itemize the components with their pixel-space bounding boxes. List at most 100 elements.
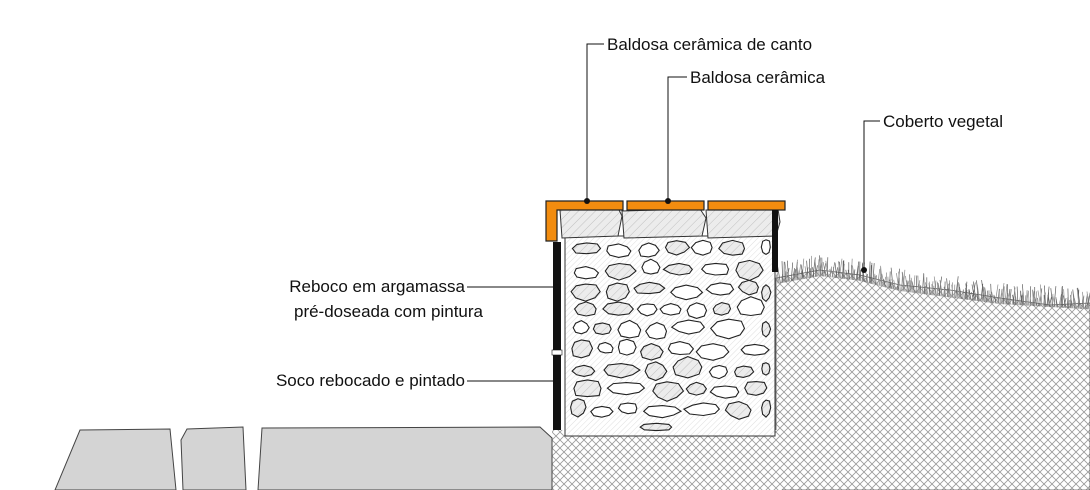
grass-blade <box>829 268 832 278</box>
wall-stone <box>761 399 772 418</box>
wall-stone <box>670 284 704 301</box>
wall-stone <box>602 301 635 316</box>
grass-blade <box>821 257 823 277</box>
grass-blade <box>1046 286 1050 307</box>
grass-blade <box>889 279 893 290</box>
grass-blade <box>1000 282 1005 305</box>
grass-blade <box>814 259 817 277</box>
label-corner-tile: Baldosa cerâmica de canto <box>607 35 812 54</box>
wall-stone <box>641 258 661 275</box>
grass-blade <box>1021 292 1024 306</box>
grass-blade <box>1013 286 1018 306</box>
grass-blade <box>972 281 977 301</box>
corner-tile <box>545 200 624 242</box>
grass-blade <box>910 277 913 293</box>
grass-blade <box>891 278 895 290</box>
grass-blade <box>812 267 815 278</box>
wall-stone <box>639 422 673 432</box>
grass-blade <box>883 276 887 287</box>
wall-stone <box>571 242 602 255</box>
grass-blade <box>1077 287 1081 309</box>
label-vegetation: Coberto vegetal <box>883 112 1003 131</box>
wall-stone <box>573 301 597 317</box>
grass-blade <box>838 258 843 279</box>
wall-stone <box>606 243 632 258</box>
grass-blade <box>998 288 1000 304</box>
grass-blade <box>909 280 912 293</box>
wall-stone <box>639 343 664 361</box>
wall-stone <box>760 239 771 256</box>
wall-stone <box>761 362 771 376</box>
grass-blade <box>971 292 974 301</box>
grass-blade <box>1037 297 1039 307</box>
wall-stone <box>642 405 683 419</box>
grass-blade <box>1070 298 1074 309</box>
grass-blade <box>948 283 952 298</box>
grass-blade <box>887 276 889 289</box>
grass-blade <box>937 283 941 297</box>
grass-blade <box>819 255 822 277</box>
grass-blade <box>1034 296 1038 307</box>
grass-blade <box>793 269 796 281</box>
grass-blade <box>984 287 988 303</box>
wall-stone <box>603 363 641 379</box>
grass-blade <box>1062 295 1067 309</box>
grass-blade <box>1047 292 1049 307</box>
grass-blade <box>1024 295 1027 306</box>
wall-stone <box>645 322 668 340</box>
annotation-leaders <box>467 43 880 384</box>
wall-stone <box>606 382 646 396</box>
grass-blade <box>1058 294 1062 308</box>
wall-stone <box>672 356 703 379</box>
grass-blade <box>1004 284 1008 305</box>
grass-blade <box>838 261 841 279</box>
grass-blade <box>959 286 962 300</box>
wall-stone <box>572 319 590 335</box>
grass-blade <box>835 267 839 278</box>
label-plinth: Soco rebocado e pintado <box>276 371 465 390</box>
wall-stone <box>690 239 713 256</box>
wall-stone <box>597 341 614 354</box>
grass-blade <box>786 271 791 282</box>
grass-blade <box>818 257 821 277</box>
wall-stone <box>633 281 666 295</box>
grass-blade <box>865 271 869 284</box>
label-ceramic-tile: Baldosa cerâmica <box>690 68 826 87</box>
grass-blade <box>967 289 971 301</box>
grass-blade <box>822 261 827 277</box>
grass-blade <box>1026 291 1030 306</box>
wall-stone <box>570 398 587 418</box>
grass-blade <box>939 279 943 297</box>
grass-blade <box>1076 288 1080 309</box>
wall-stone <box>644 361 668 382</box>
grass-blade <box>1019 290 1024 306</box>
wall-stone <box>718 239 746 256</box>
paving-stones <box>54 426 553 490</box>
grass-blade <box>1035 291 1037 307</box>
render-layer-right <box>772 210 778 272</box>
grass-blade <box>1044 285 1046 307</box>
grass-blade <box>881 273 886 288</box>
grass-blade <box>790 262 794 282</box>
wall-stone <box>735 259 764 282</box>
wall-stone <box>667 341 695 356</box>
grass-blade <box>826 257 829 277</box>
grass-blade <box>931 284 934 296</box>
grass-blade <box>804 266 808 279</box>
grass-blade <box>882 278 887 288</box>
grass-blade <box>993 294 997 304</box>
grass-blade <box>879 267 881 287</box>
grass-blade <box>817 259 820 277</box>
grass-blade <box>1060 286 1063 308</box>
grass-blade <box>971 284 976 301</box>
grass-blade <box>798 264 802 281</box>
wall-stone <box>604 262 637 281</box>
grass-blade <box>911 281 916 293</box>
grass-blade <box>1029 297 1032 306</box>
grass-blade <box>999 288 1003 305</box>
grass-vegetation <box>775 255 1090 310</box>
grass-blade <box>890 267 894 290</box>
grass-blade <box>962 289 964 300</box>
grass-blade <box>983 286 986 303</box>
